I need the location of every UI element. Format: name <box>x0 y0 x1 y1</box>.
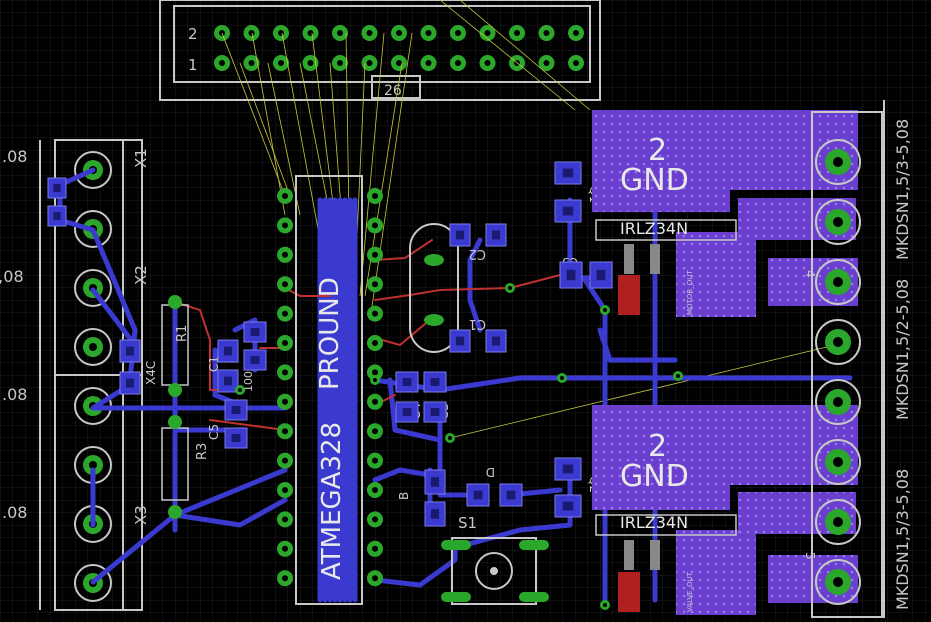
crystal[interactable] <box>409 223 459 353</box>
smd-pads <box>47 161 613 527</box>
header-inner-outline <box>173 5 591 83</box>
valve-out-label: VALVE_OUT <box>686 571 694 612</box>
gnd-polygon-bottom <box>592 405 858 510</box>
header-pads <box>214 25 584 71</box>
mosfet-top-tab <box>618 275 640 315</box>
terminal-label-x2: X2 <box>132 265 150 285</box>
right-terminal[interactable]: MKDSN1,5/3-5,08 MKDSN1,5/2-5,08 MKDSN1,5… <box>803 100 912 618</box>
mosfet-top-label: IRLZ34N <box>620 219 688 238</box>
chip-name: ATMEGA328 <box>317 422 347 580</box>
passive-components[interactable]: R1 R3 X4C C1 C5 100n C2 C1 C3 C4 C5 B D … <box>47 161 683 610</box>
edge-label-4: .08 <box>2 503 27 522</box>
power-stage-bottom[interactable]: 2 GND IRLZ34N VALVE_OUT <box>592 405 858 615</box>
label-b: B <box>397 492 411 500</box>
label-c1b: C1 <box>469 316 486 331</box>
crystal-pad-1 <box>424 254 444 266</box>
label-r3: R3 <box>195 443 210 460</box>
atmega328-chip[interactable]: ATMEGA328 PROUND <box>277 175 383 605</box>
right-terminal-label-middle: MKDSN1,5/2-5,08 <box>893 279 912 420</box>
chip-outline <box>295 175 363 605</box>
header-outline <box>159 0 601 101</box>
crystal-pad-2 <box>424 314 444 326</box>
chip-pads <box>277 188 383 587</box>
top-traces <box>174 239 561 431</box>
header-pin-label-26: 26 <box>384 83 402 99</box>
label-d: D <box>486 465 495 479</box>
chip-package: PROUND <box>315 277 345 390</box>
mosfet-bottom-tab <box>618 572 640 612</box>
label-c2: C2 <box>469 246 486 261</box>
header-connector[interactable]: 2 1 26 <box>159 0 601 101</box>
header-pin-label-1: 1 <box>188 56 198 74</box>
label-r1: R1 <box>175 325 190 342</box>
edge-label-2: 5,08 <box>0 267 24 286</box>
gnd-top-number: 2 <box>648 133 667 168</box>
valve-out-polygon <box>676 530 756 615</box>
right-terminal-label-bottom: MKDSN1,5/3-5,08 <box>893 469 912 610</box>
right-pin-label-4: 4 <box>803 270 817 278</box>
gnd-polygon-top <box>592 110 858 212</box>
right-pin-label-5: 5 <box>803 552 817 560</box>
button-cap <box>475 552 513 590</box>
edge-label-3: .08 <box>2 385 27 404</box>
mosfet-bottom-label: IRLZ34N <box>620 513 688 532</box>
gnd-top-label: GND <box>620 163 689 198</box>
label-c5: C5 <box>207 424 221 440</box>
terminal-label-x1: X1 <box>132 148 150 168</box>
gnd-bottom-number: 2 <box>648 429 667 464</box>
header-key <box>371 75 421 99</box>
motor-out-label: MOTOR_OUT <box>686 270 694 315</box>
right-terminal-outline <box>811 111 883 618</box>
right-terminal-label-top: MKDSN1,5/3-5,08 <box>893 119 912 260</box>
header-pin-label-2: 2 <box>188 25 198 43</box>
motor-out-polygon <box>676 232 756 317</box>
label-x4c: X4C <box>144 361 158 385</box>
button-outline <box>451 537 537 605</box>
edge-label-1: .08 <box>2 147 27 166</box>
crystal-outline <box>409 223 459 353</box>
push-button-s1[interactable]: S1 <box>441 514 549 605</box>
label-s1: S1 <box>458 514 477 532</box>
label-c100n: 100n <box>242 364 255 392</box>
right-terminal-pads <box>815 139 861 605</box>
gnd-bottom-label: GND <box>620 459 689 494</box>
vias <box>235 283 683 610</box>
terminal-label-x3: X3 <box>132 505 150 525</box>
